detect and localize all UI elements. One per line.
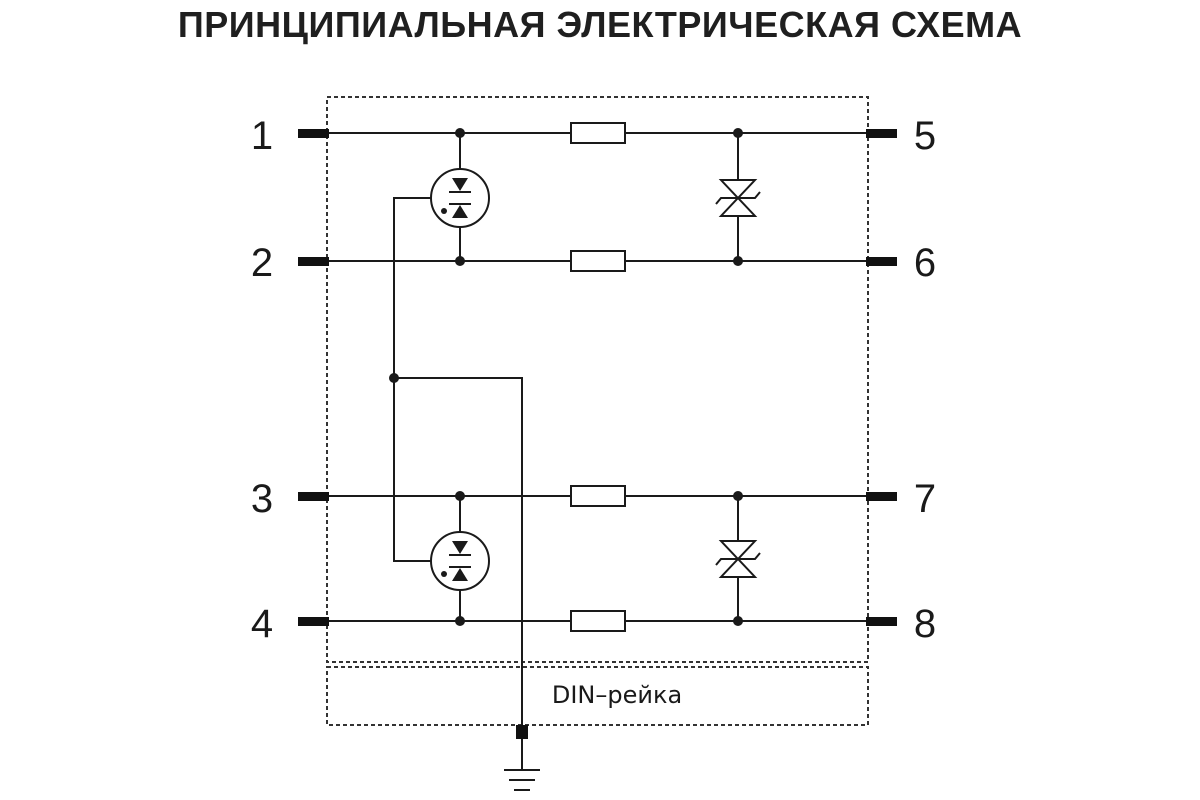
tvs-diode-icon: [715, 540, 761, 578]
terminal-label-6: 6: [914, 241, 936, 285]
terminal-label-1: 1: [251, 114, 273, 158]
gas-discharge-tube-icon: [430, 168, 490, 228]
tvs-diode-icon: [715, 179, 761, 217]
junction-dot: [389, 373, 399, 383]
terminal-label-8: 8: [914, 602, 936, 646]
wire-ground-bus: [394, 377, 523, 728]
diagram-title: ПРИНЦИПИАЛЬНАЯ ЭЛЕКТРИЧЕСКАЯ СХЕМА: [177, 4, 1023, 45]
gas-discharge-tube-icon: [430, 531, 490, 591]
junction-dot: [733, 491, 743, 501]
resistor-icon: [570, 485, 626, 507]
din-rail-label: DIN–рейка: [552, 681, 682, 709]
terminal-3: [298, 492, 329, 501]
terminal-label-3: 3: [251, 477, 273, 521]
terminal-label-7: 7: [914, 477, 936, 521]
terminal-5: [866, 129, 897, 138]
resistor-icon: [570, 610, 626, 632]
terminal-label-2: 2: [251, 241, 273, 285]
junction-dot: [455, 616, 465, 626]
device-enclosure: [326, 96, 869, 663]
ground-terminal: [516, 725, 528, 739]
junction-dot: [733, 256, 743, 266]
junction-dot: [733, 616, 743, 626]
ground-icon: [504, 739, 540, 791]
terminal-6: [866, 257, 897, 266]
terminal-8: [866, 617, 897, 626]
resistor-icon: [570, 122, 626, 144]
din-rail-enclosure: [326, 666, 869, 726]
junction-dot: [455, 491, 465, 501]
terminal-4: [298, 617, 329, 626]
terminal-2: [298, 257, 329, 266]
junction-dot: [455, 128, 465, 138]
terminal-label-4: 4: [251, 602, 273, 646]
wire-gdt-center-bus: [393, 197, 431, 562]
terminal-label-5: 5: [914, 114, 936, 158]
resistor-icon: [570, 250, 626, 272]
terminal-7: [866, 492, 897, 501]
junction-dot: [455, 256, 465, 266]
terminal-1: [298, 129, 329, 138]
junction-dot: [733, 128, 743, 138]
